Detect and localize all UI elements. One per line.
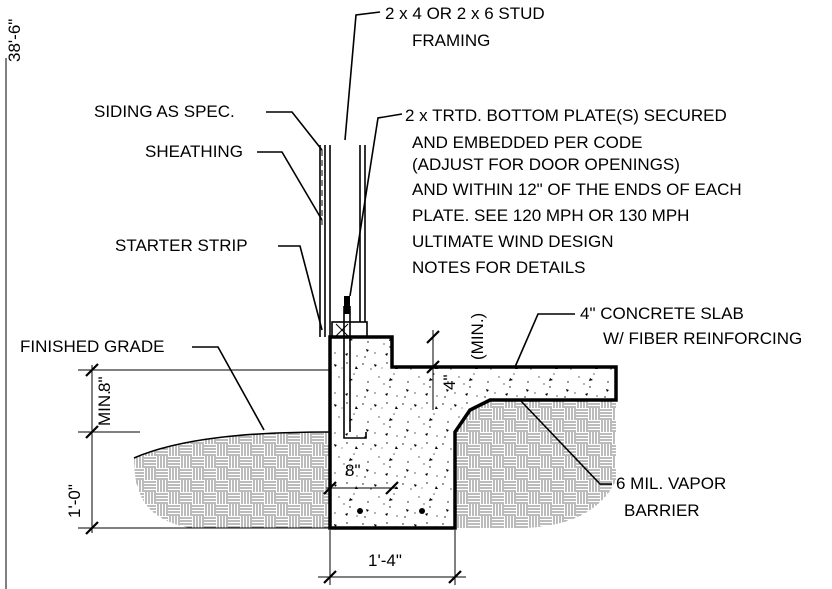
- plate-label-1: 2 x TRTD. BOTTOM PLATE(S) SECURED: [405, 106, 727, 125]
- overall-dimension-text: 38'-6": [5, 19, 24, 62]
- sheathing-label: SHEATHING: [145, 142, 243, 161]
- vapor-barrier-label-1: 6 MIL. VAPOR: [616, 474, 726, 493]
- finished-grade-label: FINISHED GRADE: [20, 337, 165, 356]
- slab-label-1: 4" CONCRETE SLAB: [580, 304, 744, 323]
- depth-dim: 1'-0": [65, 484, 84, 518]
- leader-lines: [192, 11, 612, 485]
- footing-width-dim: 1'-4": [368, 551, 402, 570]
- plate-label-4: AND WITHIN 12" OF THE ENDS OF EACH: [412, 180, 742, 199]
- stud-label-1: 2 x 4 OR 2 x 6 STUD: [385, 4, 545, 23]
- plate-label-5: PLATE. SEE 120 MPH OR 130 MPH: [412, 206, 689, 225]
- siding-label: SIDING AS SPEC.: [94, 102, 235, 121]
- stem-width-dim: 8": [345, 461, 361, 480]
- concrete-foundation: [328, 306, 618, 530]
- plate-label-6: ULTIMATE WIND DESIGN: [412, 232, 614, 251]
- dimension-lines: [78, 330, 466, 585]
- stud-label-2: FRAMING: [412, 31, 490, 50]
- grade-8-dim: 8": [95, 377, 114, 393]
- vapor-barrier-label-2: BARRIER: [624, 501, 700, 520]
- earth-fill: [133, 400, 616, 528]
- starter-strip-label: STARTER STRIP: [115, 236, 248, 255]
- slab-min-dim: (MIN.): [468, 313, 487, 360]
- plate-label-3: (ADJUST FOR DOOR OPENINGS): [412, 155, 680, 174]
- overall-dimension: 38'-6": [5, 19, 24, 589]
- plate-label-2: AND EMBEDDED PER CODE: [412, 133, 642, 152]
- slab-4-dim: 4": [440, 375, 459, 391]
- slab-label-2: W/ FIBER REINFORCING: [603, 329, 802, 348]
- plate-label-7: NOTES FOR DETAILS: [412, 258, 586, 277]
- grade-min-dim: MIN.: [95, 390, 114, 426]
